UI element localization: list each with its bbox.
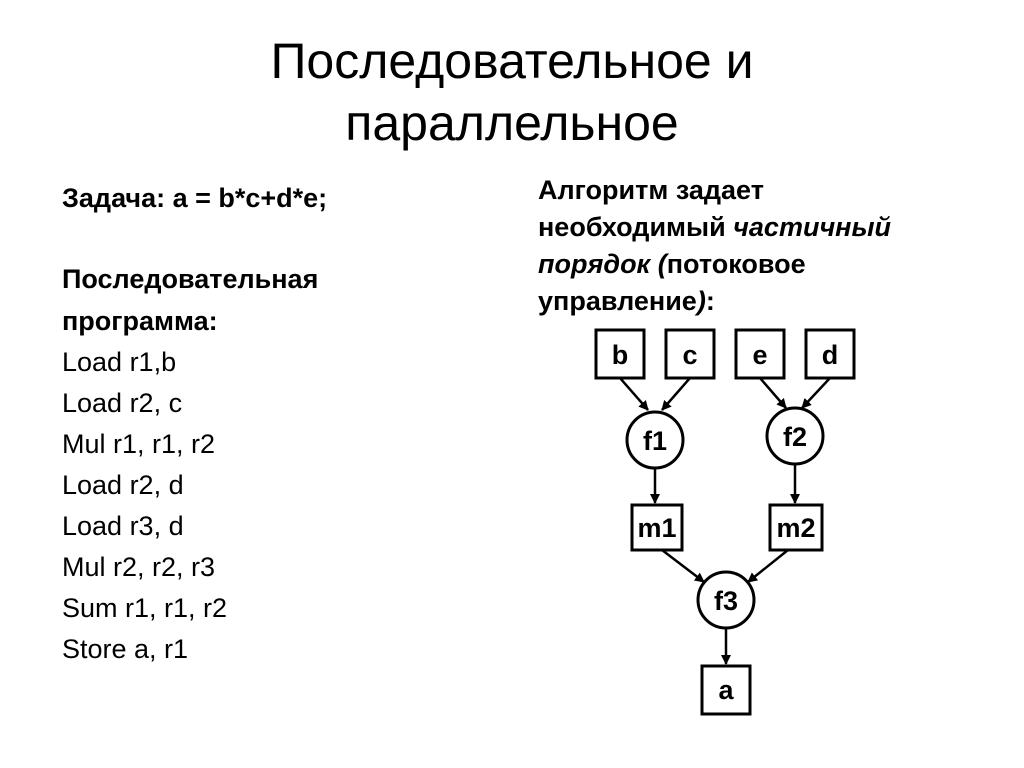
- description-text: необходимый: [538, 212, 734, 242]
- code-line: Sum r1, r1, r2: [62, 593, 228, 623]
- node-e: e: [734, 328, 786, 380]
- code-listing: Load r1,b Load r2, c Mul r1, r1, r2 Load…: [62, 342, 502, 670]
- description-text: управление: [538, 286, 697, 316]
- node-label: f3: [714, 586, 738, 616]
- description-line-4: управление):: [538, 283, 1008, 320]
- node-label: e: [752, 340, 767, 370]
- description-text: потоковое: [666, 249, 806, 279]
- program-heading-line-2: программа:: [62, 306, 218, 336]
- graph-edges: [619, 377, 831, 665]
- description-italic: порядок (: [538, 249, 667, 279]
- node-d: d: [804, 328, 856, 380]
- code-line: Load r2, c: [62, 388, 183, 418]
- program-heading: Последовательная программа:: [62, 258, 502, 342]
- description-italic: ): [696, 286, 706, 316]
- sequential-program-section: Задача: a = b*c+d*e; Последовательная пр…: [62, 178, 502, 670]
- node-label: m2: [776, 513, 815, 543]
- node-f2: f2: [765, 406, 825, 466]
- code-line: Mul r2, r2, r3: [62, 552, 216, 582]
- node-m2: m2: [768, 503, 824, 552]
- edge-m2-f3: [747, 549, 789, 583]
- node-label: c: [682, 340, 697, 370]
- description-text: :: [705, 286, 715, 316]
- edge-c-f1: [661, 377, 691, 411]
- description-line-2: необходимый частичный: [538, 209, 1008, 246]
- program-heading-line-1: Последовательная: [62, 264, 319, 294]
- edge-b-f1: [619, 377, 649, 411]
- edge-e-f2: [759, 377, 787, 409]
- slide-title: Последовательное и параллельное: [0, 30, 1024, 154]
- node-b: b: [594, 328, 646, 380]
- node-label: d: [822, 340, 839, 370]
- description-line-1: Алгоритм задает: [538, 175, 764, 205]
- code-line: Store a, r1: [62, 634, 189, 664]
- node-a: a: [700, 664, 752, 716]
- code-line: Load r1,b: [62, 347, 177, 377]
- node-label: b: [612, 340, 629, 370]
- description-italic: частичный: [733, 212, 892, 242]
- node-label: m1: [637, 513, 676, 543]
- node-m1: m1: [630, 503, 684, 552]
- description-line-3: порядок (потоковое: [538, 246, 1008, 283]
- code-line: Mul r1, r1, r2: [62, 429, 216, 459]
- node-label: a: [718, 675, 734, 705]
- title-line-1: Последовательное и: [270, 33, 754, 89]
- title-line-2: параллельное: [345, 95, 679, 151]
- code-line: Load r2, d: [62, 470, 184, 500]
- algorithm-description: Алгоритм задает необходимый частичный по…: [538, 172, 1008, 320]
- code-line: Load r3, d: [62, 511, 184, 541]
- node-f3: f3: [696, 570, 756, 630]
- task-statement: Задача: a = b*c+d*e;: [62, 183, 328, 213]
- node-c: c: [664, 328, 716, 380]
- node-label: f2: [783, 422, 807, 452]
- node-label: f1: [643, 426, 667, 456]
- edge-m1-f3: [661, 549, 705, 583]
- node-f1: f1: [625, 410, 685, 470]
- edge-d-f2: [801, 377, 831, 409]
